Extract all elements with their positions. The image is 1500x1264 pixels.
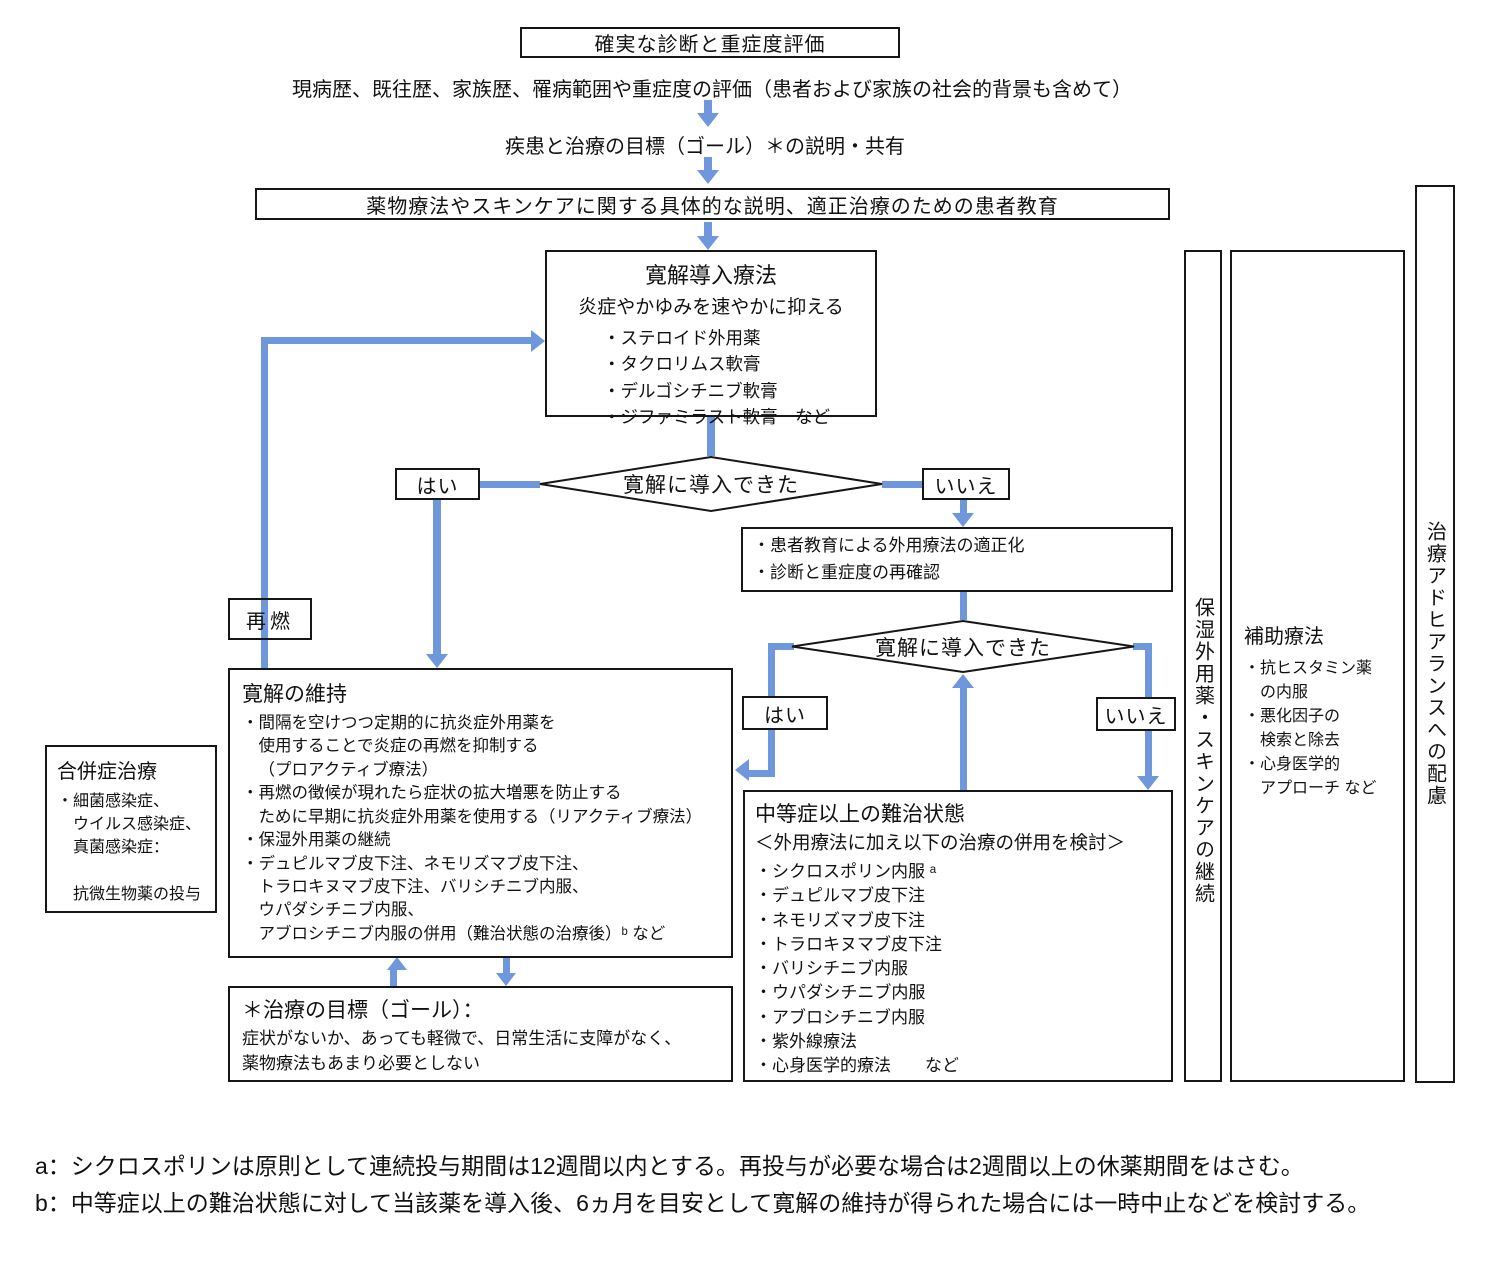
- decision1-yes-label: はい: [395, 468, 480, 500]
- arrow-down-icon: [426, 654, 448, 668]
- arrow-down-icon: [697, 236, 719, 250]
- goal-body: 症状がないか、あっても軽微で、日常生活に支障がなく、 薬物療法もあまり必要としな…: [242, 1029, 682, 1073]
- connector-line: [960, 592, 967, 620]
- connector-line: [768, 643, 794, 650]
- decision2-no-label: いいえ: [1096, 697, 1176, 731]
- list-item: ・悪化因子の 検索と除去: [1244, 708, 1341, 749]
- arrow-down-icon: [952, 513, 974, 527]
- list-item: ・心身医学的療法 など: [755, 1056, 959, 1076]
- list-item: ・ジファミラスト軟膏 など: [603, 406, 831, 427]
- list-item: ・ネモリズマブ皮下注: [755, 910, 925, 930]
- decision1-diamond: 寛解に導入できた: [538, 455, 884, 513]
- box-title: 合併症治療: [57, 761, 157, 783]
- connector-line: [1133, 643, 1152, 650]
- drug-list: ・ステロイド外用薬 ・タクロリムス軟膏 ・デルゴシチニブ軟膏 ・ジファミラスト軟…: [603, 325, 875, 430]
- box-title: ＊治療の目標（ゴール）：: [242, 999, 484, 1022]
- relapse-label: 再燃: [228, 598, 312, 640]
- list-item: ・紫外線療法: [755, 1032, 857, 1052]
- remission-induction-box: 寛解導入療法 炎症やかゆみを速やかに抑える ・ステロイド外用薬 ・タクロリムス軟…: [545, 250, 877, 427]
- remission-maintenance-box: 寛解の維持 ・間隔を空けつつ定期的に抗炎症外用薬を 使用することで炎症の再燃を抑…: [228, 668, 733, 958]
- connector-line: [749, 770, 775, 777]
- diamond-shape: [539, 455, 883, 513]
- connector-line: [704, 222, 712, 238]
- list-item: ・間隔を空けつつ定期的に抗炎症外用薬を 使用することで炎症の再燃を抑制する （プ…: [242, 714, 556, 779]
- footnote-b: b：中等症以上の難治状態に対して当該薬を導入後、6ヵ月を目安として寛解の維持が得…: [35, 1189, 1371, 1216]
- diamond-shape: [791, 619, 1135, 674]
- list-item: ・ウパダシチニブ内服: [755, 983, 926, 1003]
- adherence-column: 治療アドヒアランスへの配慮: [1415, 185, 1455, 1083]
- list-item: ・保湿外用薬の継続: [242, 831, 391, 850]
- connector-line: [480, 481, 540, 488]
- treatment-goal-box: ＊治療の目標（ゴール）： 症状がないか、あっても軽微で、日常生活に支障がなく、 …: [228, 986, 733, 1082]
- connector-line: [704, 157, 712, 172]
- list-item: ・デュピルマブ皮下注、ネモリズマブ皮下注、 トラロキヌマブ皮下注、バリシチニブ内…: [242, 854, 666, 943]
- box-title: 中等症以上の難治状態: [755, 803, 965, 826]
- box-title: 寛解導入療法: [644, 263, 777, 288]
- connector-line: [960, 500, 967, 514]
- optimize-list: ・患者教育による外用療法の適正化 ・診断と重症度の再確認: [753, 533, 1171, 586]
- list-item: ・デュピルマブ皮下注: [755, 886, 925, 906]
- list-item: ・心身医学的 アプローチ など: [1244, 756, 1377, 797]
- decision2-yes-label: はい: [742, 696, 828, 730]
- arrow-up-icon: [952, 674, 974, 688]
- moisturizer-skincare-column: 保湿外用薬・スキンケアの継続: [1184, 250, 1222, 1082]
- list-item: ・トラロキヌマブ皮下注: [755, 934, 942, 954]
- list-item: ・アブロシチニブ内服: [755, 1007, 925, 1027]
- decision1-question: 寛解に導入できた: [623, 474, 799, 497]
- connector-line: [390, 968, 397, 986]
- refractory-state-box: 中等症以上の難治状態 ＜外用療法に加え以下の治療の併用を検討＞ ・シクロスポリン…: [743, 790, 1173, 1082]
- list-item: ・再燃の徴候が現れたら症状の拡大増悪を防止する ために早期に抗炎症外用薬を使用す…: [242, 784, 703, 826]
- adjunct-therapy-box: 補助療法 ・抗ヒスタミン薬 の内服 ・悪化因子の 検索と除去 ・心身医学的 アプ…: [1230, 250, 1405, 1082]
- connector-line: [704, 100, 712, 115]
- diagnosis-box: 確実な診断と重症度評価: [520, 27, 900, 58]
- arrow-right-icon: [531, 330, 545, 352]
- connector-line: [882, 481, 924, 488]
- arrow-down-icon: [1137, 776, 1159, 790]
- box-subtitle: ＜外用療法に加え以下の治療の併用を検討＞: [755, 832, 1126, 853]
- patient-education-box: 薬物療法やスキンケアに関する具体的な説明、適正治療のための患者教育: [255, 188, 1170, 220]
- list-item: ・シクロスポリン内服 ᵃ: [755, 862, 937, 881]
- decision1-no-label: いいえ: [922, 468, 1010, 500]
- decision2-diamond: 寛解に導入できた: [790, 619, 1136, 674]
- topical-optimization-box: ・患者教育による外用療法の適正化 ・診断と重症度の再確認: [741, 527, 1173, 592]
- connector-line: [433, 500, 441, 654]
- history-assessment-text: 現病歴、既往歴、家族歴、罹病範囲や重症度の評価（患者および家族の社会的背景も含め…: [292, 79, 1132, 101]
- list-item: ・タクロリムス軟膏: [603, 354, 761, 375]
- complication-treatment-box: 合併症治療 ・細菌感染症、 ウイルス感染症、 真菌感染症： 抗微生物薬の投与: [45, 745, 217, 913]
- arrow-down-icon: [697, 113, 719, 127]
- box-title: 寛解の維持: [242, 683, 347, 706]
- box-subtitle: 炎症やかゆみを速やかに抑える: [578, 297, 844, 318]
- connector-line: [960, 688, 967, 790]
- refractory-list: ・シクロスポリン内服 ᵃ ・デュピルマブ皮下注 ・ネモリズマブ皮下注 ・トラロキ…: [755, 860, 1161, 1079]
- footnotes: a：シクロスポリンは原則として連続投与期間は12週間以内とする。再投与が必要な場…: [35, 1148, 1480, 1222]
- arrow-down-icon: [697, 170, 719, 184]
- footnote-a: a：シクロスポリンは原則として連続投与期間は12週間以内とする。再投与が必要な場…: [35, 1153, 1304, 1179]
- list-item: ・診断と重症度の再確認: [753, 562, 940, 582]
- arrow-left-icon: [735, 759, 749, 781]
- list-item: ・ステロイド外用薬: [603, 328, 761, 348]
- box-title: 補助療法: [1244, 626, 1324, 648]
- list-item: ・バリシチニブ内服: [755, 959, 908, 979]
- maintenance-list: ・間隔を空けつつ定期的に抗炎症外用薬を 使用することで炎症の再燃を抑制する （プ…: [242, 712, 719, 946]
- connector-line: [707, 417, 715, 456]
- complication-body: ・細菌感染症、 ウイルス感染症、 真菌感染症： 抗微生物薬の投与: [57, 793, 202, 903]
- connector-line: [261, 337, 268, 668]
- list-item: ・デルゴシチニブ軟膏: [603, 380, 778, 401]
- connector-line: [261, 337, 531, 344]
- arrow-up-icon: [387, 957, 407, 970]
- goal-sharing-text: 疾患と治療の目標（ゴール）＊の説明・共有: [505, 136, 905, 158]
- list-item: ・患者教育による外用療法の適正化: [753, 536, 1025, 556]
- arrow-down-icon: [496, 973, 516, 986]
- adjunct-list: ・抗ヒスタミン薬 の内服 ・悪化因子の 検索と除去 ・心身医学的 アプローチ な…: [1244, 657, 1403, 801]
- list-item: ・抗ヒスタミン薬 の内服: [1244, 660, 1373, 701]
- connector-line: [503, 958, 510, 974]
- decision2-question: 寛解に導入できた: [875, 636, 1051, 660]
